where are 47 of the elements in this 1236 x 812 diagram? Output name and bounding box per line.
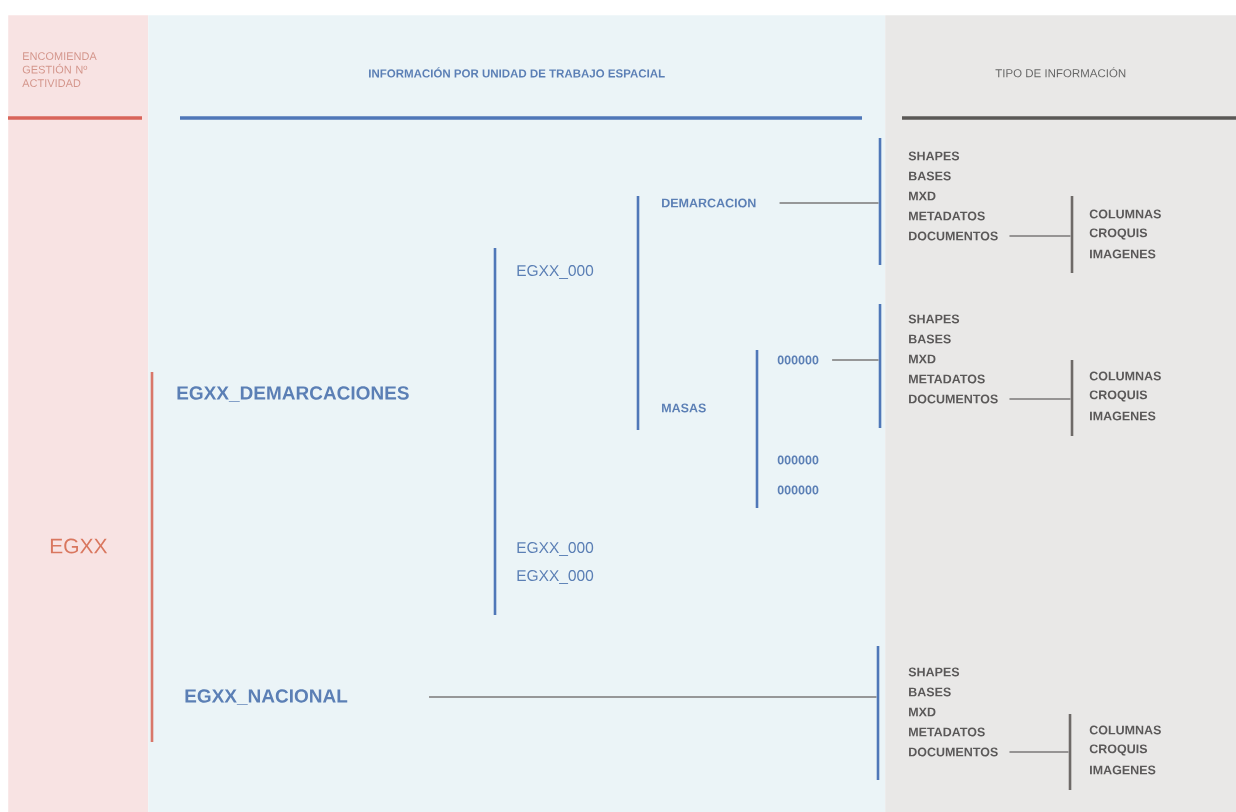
connector-line xyxy=(1008,751,1070,753)
info-type-label: DOCUMENTOS xyxy=(909,747,998,757)
info-type-label: SHAPES xyxy=(908,667,960,677)
connector-line xyxy=(1008,235,1072,237)
info-type-label: IMAGENES xyxy=(1090,249,1156,259)
branch-label: EGXX_000 xyxy=(517,265,594,279)
bracket-line xyxy=(1068,714,1072,790)
info-type-label: DOCUMENTOS xyxy=(909,231,998,241)
info-type-label: DOCUMENTOS xyxy=(909,394,998,404)
info-type-label: IMAGENES xyxy=(1090,411,1156,421)
branch-label: MASAS xyxy=(662,403,706,413)
branch-label: 000000 xyxy=(777,485,819,495)
bracket-line xyxy=(1070,360,1074,436)
info-type-label: BASES xyxy=(909,687,951,697)
info-type-label: BASES xyxy=(909,334,951,344)
info-type-label: IMAGENES xyxy=(1090,765,1156,775)
info-type-label: BASES xyxy=(909,171,951,181)
branch-label: 000000 xyxy=(777,455,819,465)
info-type-label: COLUMNAS xyxy=(1089,725,1161,735)
branch-label: 000000 xyxy=(777,355,819,365)
info-type-label: MXD xyxy=(909,707,936,717)
info-type-label: METADATOS xyxy=(909,211,985,221)
info-type-label: COLUMNAS xyxy=(1089,209,1161,219)
bracket-line xyxy=(878,138,882,265)
connector-line xyxy=(1008,398,1072,400)
bracket-line xyxy=(1070,196,1074,273)
connector-line xyxy=(778,202,880,204)
branch-label: EGXX_000 xyxy=(517,570,594,584)
info-type-label: CROQUIS xyxy=(1089,228,1148,240)
info-type-label: MXD xyxy=(909,354,936,364)
branch-label: EGXX_000 xyxy=(517,542,594,556)
branch-label: EGXX_DEMARCACIONES xyxy=(177,386,409,402)
connector-line xyxy=(831,359,880,361)
connector-line xyxy=(428,696,878,698)
info-type-label: SHAPES xyxy=(908,151,960,161)
info-type-label: SHAPES xyxy=(908,314,960,324)
info-type-label: COLUMNAS xyxy=(1089,371,1161,381)
info-type-label: MXD xyxy=(909,191,936,201)
info-type-label: CROQUIS xyxy=(1089,390,1148,402)
bracket-line xyxy=(876,646,880,780)
branch-label: EGXX_NACIONAL xyxy=(185,689,348,705)
branch-label: DEMARCACION xyxy=(662,198,756,208)
root-label: EGXX xyxy=(50,538,108,554)
info-type-label: CROQUIS xyxy=(1089,744,1148,756)
info-type-label: METADATOS xyxy=(909,727,985,737)
info-type-label: METADATOS xyxy=(909,374,985,384)
bracket-line xyxy=(878,304,882,428)
